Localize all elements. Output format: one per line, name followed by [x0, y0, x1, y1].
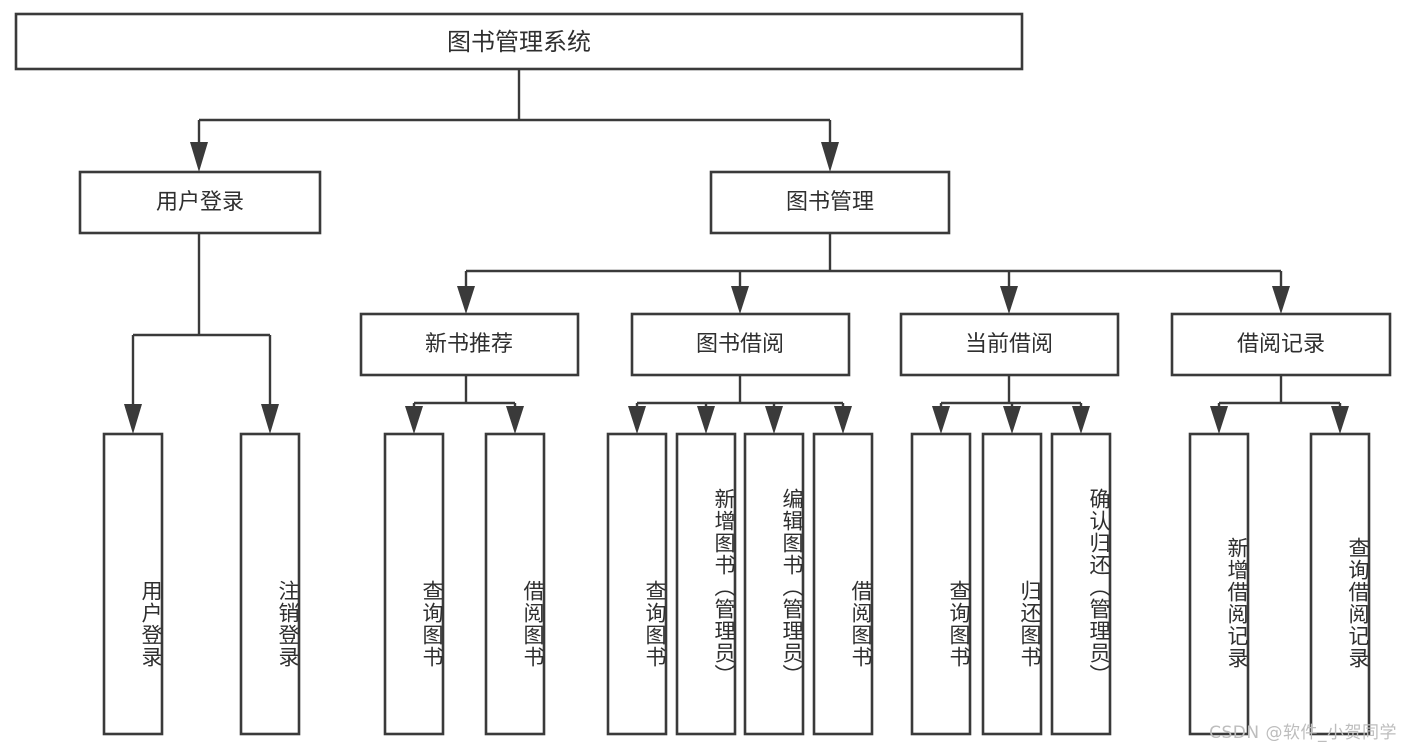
node-root-label: 图书管理系统	[447, 28, 591, 56]
node-borrow-records-label: 借阅记录	[1237, 332, 1325, 357]
arrow-to-leaf-add-record	[1210, 406, 1228, 434]
node-book-borrow-box[interactable]	[630, 312, 851, 377]
leaf-box-borrow-book-1[interactable]	[484, 432, 546, 736]
node-book-manage-box[interactable]	[709, 170, 951, 235]
leaf-boxes	[102, 432, 1371, 736]
arrow-to-leaf-return-book	[1003, 406, 1021, 434]
node-user-login-box[interactable]	[78, 170, 322, 235]
node-book-borrow[interactable]: 图书借阅	[630, 312, 851, 377]
arrow-to-leaf-borrow-book-1	[506, 406, 524, 434]
leaf-box-edit-book[interactable]	[743, 432, 805, 736]
node-book-manage[interactable]: 图书管理	[709, 170, 951, 235]
connector-borrowrecords-to-leaves	[1210, 375, 1349, 434]
arrow-to-current-borrow	[1000, 286, 1018, 314]
arrow-to-leaf-edit-book	[765, 406, 783, 434]
arrow-to-leaf-confirm-return	[1072, 406, 1090, 434]
node-borrow-records[interactable]: 借阅记录	[1170, 312, 1392, 377]
node-current-borrow-box[interactable]	[899, 312, 1120, 377]
arrow-to-leaf-logout	[261, 404, 279, 434]
leaf-box-confirm-return[interactable]	[1050, 432, 1112, 736]
connector-userlogin-to-leaves	[124, 233, 279, 434]
node-current-borrow[interactable]: 当前借阅	[899, 312, 1120, 377]
node-root-box[interactable]	[14, 12, 1024, 71]
csdn-watermark: CSDN @软件_小贺同学	[1209, 723, 1397, 743]
arrow-to-leaf-query-book-1	[405, 406, 423, 434]
connector-bookmanage-to-level3	[457, 233, 1290, 314]
connector-root-to-level2	[190, 69, 839, 172]
node-borrow-records-box[interactable]	[1170, 312, 1392, 377]
node-new-book-recommend-box[interactable]	[359, 312, 580, 377]
arrow-to-leaf-query-book-3	[932, 406, 950, 434]
arrow-to-borrow-records	[1272, 286, 1290, 314]
leaf-box-query-book-3[interactable]	[910, 432, 972, 736]
arrow-to-borrow-books	[731, 286, 749, 314]
node-current-borrow-label: 当前借阅	[965, 332, 1053, 357]
node-user-login[interactable]: 用户登录	[78, 170, 322, 235]
connector-currentborrow-to-leaves	[932, 375, 1090, 434]
leaf-box-logout[interactable]	[239, 432, 301, 736]
connector-newbooks-to-leaves	[405, 375, 524, 434]
leaf-box-borrow-book-2[interactable]	[812, 432, 874, 736]
arrow-to-book-manage	[821, 142, 839, 172]
leaf-box-query-book-2[interactable]	[606, 432, 668, 736]
arrow-to-leaf-user-login	[124, 404, 142, 434]
arrow-to-leaf-borrow-book-2	[834, 406, 852, 434]
node-book-manage-label: 图书管理	[786, 190, 874, 215]
node-new-book-recommend-label: 新书推荐	[425, 332, 513, 357]
leaf-box-return-book[interactable]	[981, 432, 1043, 736]
arrow-to-leaf-query-book-2	[628, 406, 646, 434]
node-new-book-recommend[interactable]: 新书推荐	[359, 312, 580, 377]
node-book-borrow-label: 图书借阅	[696, 332, 784, 357]
leaf-box-query-book-1[interactable]	[383, 432, 445, 736]
node-root[interactable]: 图书管理系统	[14, 12, 1024, 71]
connector-bookborrow-to-leaves	[628, 375, 852, 434]
node-user-login-label: 用户登录	[156, 190, 244, 215]
arrow-to-leaf-query-record	[1331, 406, 1349, 434]
leaf-box-query-record[interactable]	[1309, 432, 1371, 736]
leaf-box-add-book[interactable]	[675, 432, 737, 736]
leaf-box-add-record[interactable]	[1188, 432, 1250, 736]
leaf-box-user-login[interactable]	[102, 432, 164, 736]
arrow-to-leaf-add-book	[697, 406, 715, 434]
arrow-to-new-books	[457, 286, 475, 314]
arrow-to-user-login	[190, 142, 208, 172]
